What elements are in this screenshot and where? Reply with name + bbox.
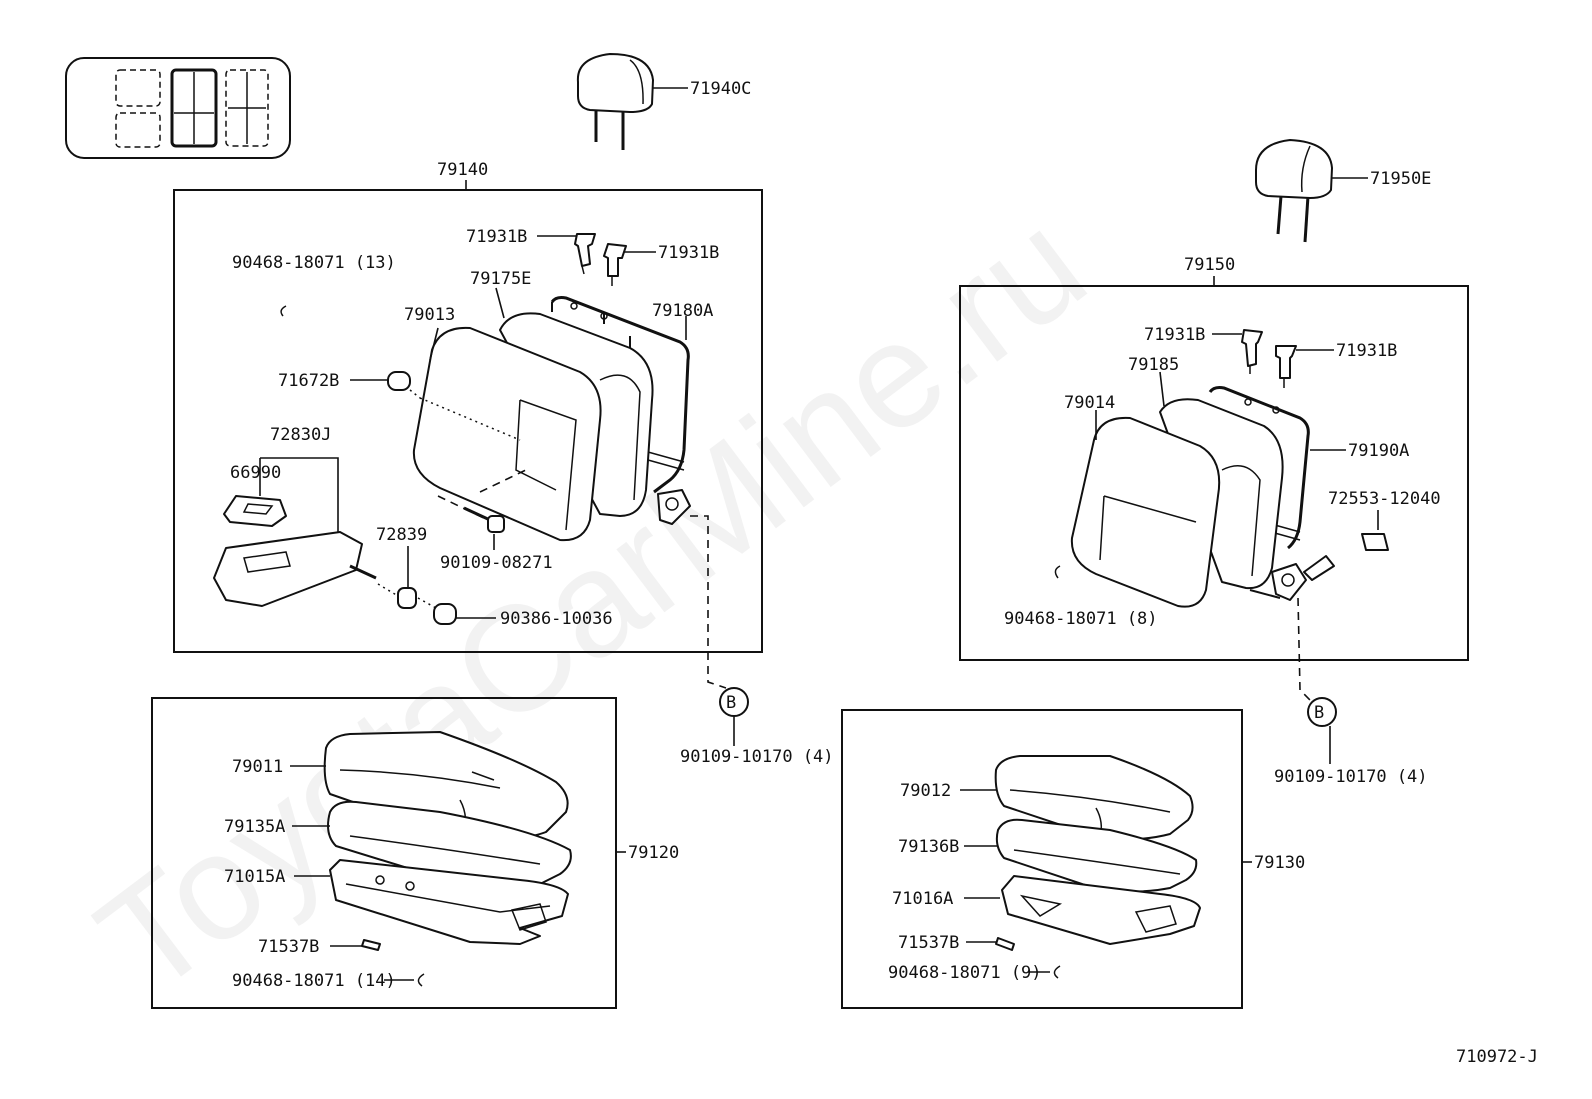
clip-icon-rear <box>1054 565 1061 579</box>
svg-text:79120: 79120 <box>628 843 679 863</box>
headrest-support-right: 71931B <box>603 243 719 286</box>
watermark: ToyotaCarMine.ru <box>68 179 1115 1026</box>
rear-seatback-box <box>959 285 1469 661</box>
label-clip-front-back: 90468-18071 (13) <box>232 253 396 273</box>
svg-text:71537B: 71537B <box>258 937 319 957</box>
svg-text:79130: 79130 <box>1254 853 1305 873</box>
svg-text:79135A: 79135A <box>224 817 285 837</box>
armrest-group: 72830J 66990 <box>213 425 377 607</box>
svg-text:71672B: 71672B <box>278 371 339 391</box>
pin-rear: 71537B <box>898 933 1015 953</box>
cup-holder-part <box>223 495 287 527</box>
svg-text:B: B <box>1314 703 1324 723</box>
headrest-support-left: 71931B <box>466 227 596 275</box>
label-front-seatback-assy: 79140 <box>437 160 488 180</box>
svg-text:71931B: 71931B <box>1336 341 1397 361</box>
rear-seatback-group: 79150 71931B 71931B 79190A <box>959 255 1469 661</box>
svg-text:72830J: 72830J <box>270 425 331 445</box>
back-pad-front: 79013 <box>404 305 602 542</box>
svg-text:79175E: 79175E <box>470 269 531 289</box>
svg-text:79012: 79012 <box>900 781 951 801</box>
front-cushion-box <box>151 697 617 1009</box>
svg-text:79014: 79014 <box>1064 393 1115 413</box>
svg-text:79190A: 79190A <box>1348 441 1409 461</box>
screw-90109-08271: 90109-08271 <box>437 467 553 573</box>
hinge-front <box>657 489 691 525</box>
plate-72553-12040: 72553-12040 <box>1328 489 1441 551</box>
svg-text:72839: 72839 <box>376 525 427 545</box>
svg-text:B: B <box>726 693 736 713</box>
rear-cushion-box <box>841 709 1243 1009</box>
svg-text:90468-18071 (14): 90468-18071 (14) <box>232 971 396 991</box>
clip-front-cushion: 90468-18071 (14) <box>232 971 425 991</box>
svg-text:79136B: 79136B <box>898 837 959 857</box>
cushion-pad-rear: 79136B <box>898 818 1198 893</box>
hinge-rear <box>1249 555 1335 601</box>
seat-locator-icon <box>65 57 291 159</box>
cushion-frame-rear: 71016A <box>892 875 1201 945</box>
svg-text:66990: 66990 <box>230 463 281 483</box>
svg-text:90468-18071 (9): 90468-18071 (9) <box>888 963 1042 983</box>
diagram-code: 710972-J <box>1456 1047 1538 1067</box>
bushing-72839: 72839 <box>376 525 427 609</box>
label-headrest-front: 71940C <box>690 79 751 99</box>
cushion-cover-rear: 79012 <box>900 755 1194 841</box>
svg-text:71931B: 71931B <box>658 243 719 263</box>
label-clip-rear-back: 90468-18071 (8) <box>1004 609 1158 629</box>
svg-text:90386-10036: 90386-10036 <box>500 609 613 629</box>
headrest-support-rear-right: 71931B <box>1275 341 1397 388</box>
ref-b-rear: B 90109-10170 (4) <box>1274 597 1428 787</box>
cap-71672b: 71672B <box>278 371 421 399</box>
front-cushion-group: 79120 79011 79135A 71015A <box>151 697 679 1009</box>
svg-text:90109-10170 (4): 90109-10170 (4) <box>680 747 834 767</box>
headrest-rear: 71950E <box>1255 139 1431 243</box>
rear-cushion-group: 79130 79012 79136B 71016A 71537B <box>841 709 1305 1009</box>
clip-rear-cushion: 90468-18071 (9) <box>888 963 1061 983</box>
back-pad-rear: 79014 <box>1064 393 1221 608</box>
pin-front: 71537B <box>258 937 381 957</box>
svg-text:79180A: 79180A <box>652 301 713 321</box>
cushion-frame-front: 71015A <box>224 859 569 945</box>
label-headrest-rear: 71950E <box>1370 169 1431 189</box>
clip-icon <box>280 305 287 317</box>
nut-screw-90386-10036: 90386-10036 <box>417 597 613 629</box>
armrest-part <box>213 531 363 607</box>
cushion-pad-front: 79135A <box>224 800 572 889</box>
svg-text:79185: 79185 <box>1128 355 1179 375</box>
headrest-front: 71940C <box>576 53 751 150</box>
svg-text:71537B: 71537B <box>898 933 959 953</box>
front-seatback-group: 79140 90468-18071 (13) 71931B 71931B <box>173 160 763 653</box>
headrest-support-rear-left: 71931B <box>1144 325 1263 374</box>
svg-text:71015A: 71015A <box>224 867 285 887</box>
svg-text:71931B: 71931B <box>466 227 527 247</box>
label-rear-seatback-assy: 79150 <box>1184 255 1235 275</box>
svg-text:79011: 79011 <box>232 757 283 777</box>
front-seatback-box <box>173 189 763 653</box>
ref-b-front: B 90109-10170 (4) <box>680 515 834 767</box>
svg-text:90109-08271: 90109-08271 <box>440 553 553 573</box>
svg-text:79013: 79013 <box>404 305 455 325</box>
svg-text:71016A: 71016A <box>892 889 953 909</box>
svg-text:71931B: 71931B <box>1144 325 1205 345</box>
svg-text:72553-12040: 72553-12040 <box>1328 489 1441 509</box>
svg-text:90109-10170 (4): 90109-10170 (4) <box>1274 767 1428 787</box>
